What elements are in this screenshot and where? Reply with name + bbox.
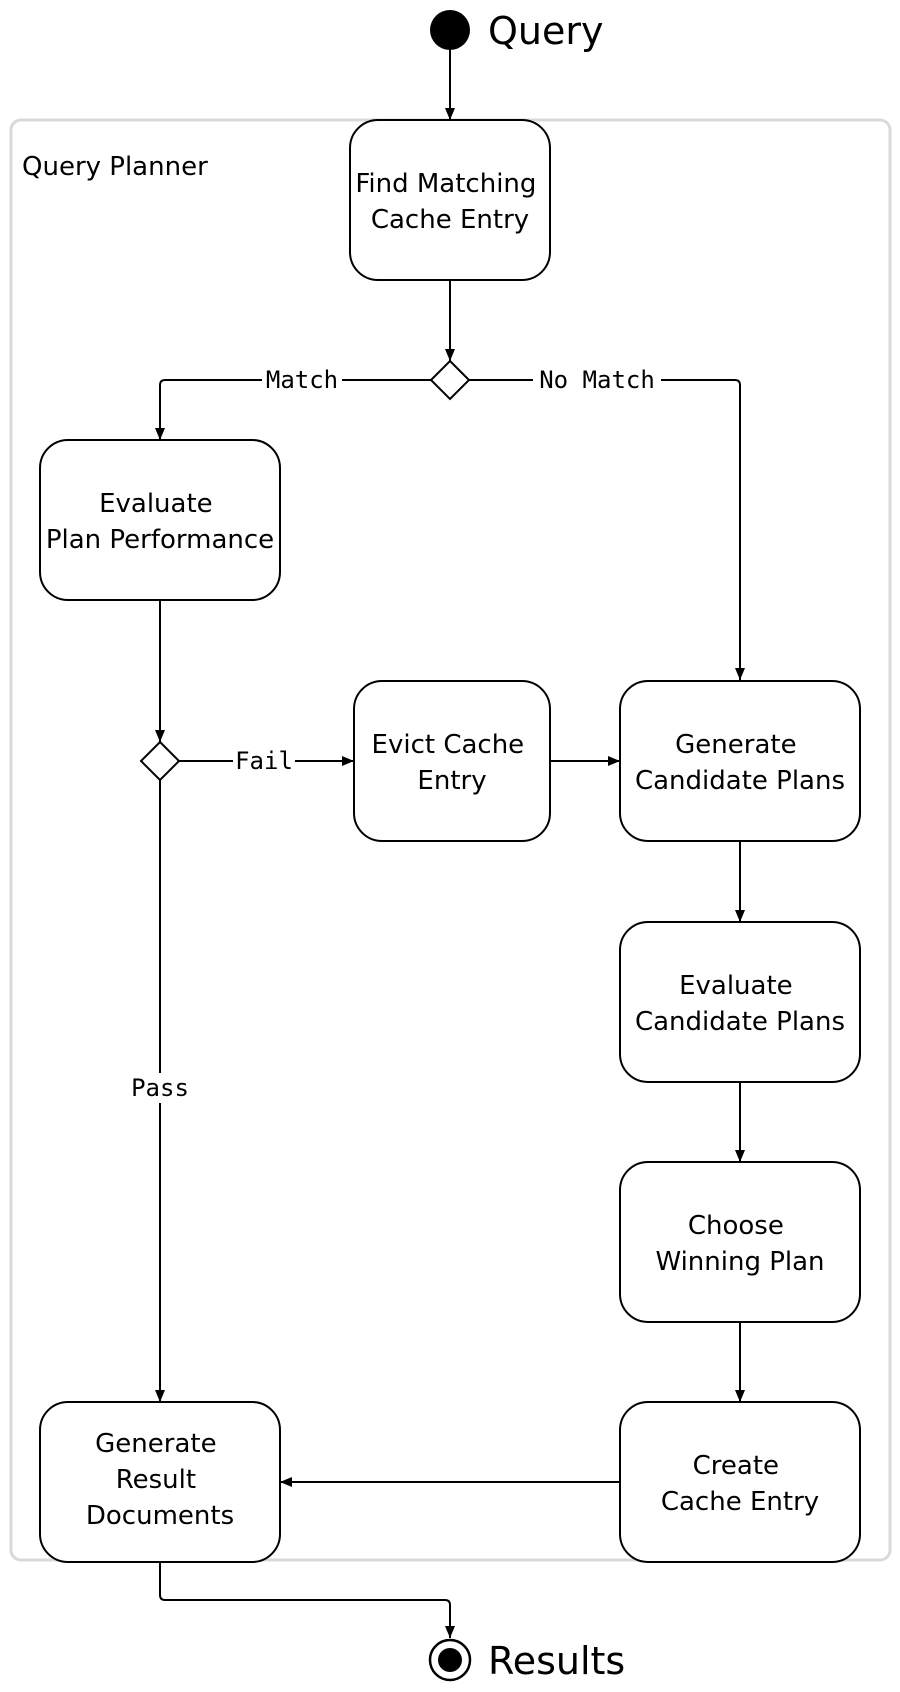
svg-text:Find Matching Cache Entr: Find Matching Cache Entry xyxy=(355,169,544,235)
node-label-line: Candidate Plans xyxy=(635,1007,845,1037)
edge-decision-to-evaluate-plan xyxy=(155,379,431,440)
svg-text:Evaluate Candidate Plans: Evaluate Candidate Plans xyxy=(635,971,845,1037)
edge-label-no-match: No Match xyxy=(539,366,655,394)
node-evaluate-candidate-plans: Evaluate Candidate Plans xyxy=(619,921,861,1083)
edges xyxy=(155,50,745,1638)
node-create-cache-entry: Create Cache Entry xyxy=(619,1401,861,1563)
group-label: Query Planner xyxy=(22,152,208,182)
node-find-matching: Find Matching Cache Entry xyxy=(349,119,551,281)
node-label-line: Generate xyxy=(95,1429,216,1459)
edge-label-pass: Pass xyxy=(131,1074,189,1102)
performance-decision-diamond xyxy=(139,740,181,782)
node-label-line: Cache Entry xyxy=(661,1487,819,1517)
node-label-line: Find Matching xyxy=(355,169,536,199)
node-label-line: Result xyxy=(116,1465,196,1495)
svg-text:Generate Result Do: Generate Result Documents xyxy=(86,1429,234,1531)
node-label-line: Entry xyxy=(417,766,486,796)
node-label-line: Choose xyxy=(688,1211,784,1241)
pass-label-bg xyxy=(126,1073,194,1103)
svg-text:Create Cache Entry: Create Cache Entry xyxy=(661,1451,819,1517)
node-label-line: Winning Plan xyxy=(655,1247,824,1277)
cache-decision-diamond xyxy=(429,359,471,401)
node-generate-candidate-plans: Generate Candidate Plans xyxy=(619,680,861,842)
edge-label-match: Match xyxy=(266,366,338,394)
svg-text:Evaluate Plan Performanc: Evaluate Plan Performance xyxy=(46,489,274,555)
node-label-line: Candidate Plans xyxy=(635,766,845,796)
node-label-line: Documents xyxy=(86,1501,234,1531)
node-label-line: Evaluate xyxy=(99,489,213,519)
edge-results-to-end xyxy=(159,1562,455,1638)
svg-text:Evict Cache Entry: Evict Cache Entry xyxy=(372,730,533,796)
node-label-line: Evaluate xyxy=(679,971,793,1001)
end-label: Results xyxy=(488,1639,625,1683)
fail-label-bg xyxy=(233,747,295,775)
svg-text:Generate Candidate Plans: Generate Candidate Plans xyxy=(635,730,845,796)
node-label-line: Generate xyxy=(675,730,796,760)
node-evaluate-plan-performance: Evaluate Plan Performance xyxy=(39,439,281,601)
node-generate-result-documents: Generate Result Documents xyxy=(39,1401,281,1563)
node-choose-winning-plan: Choose Winning Plan xyxy=(619,1161,861,1323)
edge-label-fail: Fail xyxy=(235,747,293,775)
node-label-line: Plan Performance xyxy=(46,525,274,555)
end-node-inner xyxy=(438,1648,462,1672)
node-label-line: Evict Cache xyxy=(372,730,525,760)
match-label-bg xyxy=(262,366,342,394)
node-evict-cache-entry: Evict Cache Entry xyxy=(353,680,551,842)
start-node xyxy=(430,10,470,50)
start-label: Query xyxy=(488,9,603,53)
no-match-label-bg xyxy=(533,366,661,394)
node-label-line: Create xyxy=(693,1451,779,1481)
edge-decision-to-generate-candidates xyxy=(469,379,745,680)
svg-text:Choose Winning Plan: Choose Winning Plan xyxy=(655,1211,824,1277)
node-label-line: Cache Entry xyxy=(371,205,529,235)
